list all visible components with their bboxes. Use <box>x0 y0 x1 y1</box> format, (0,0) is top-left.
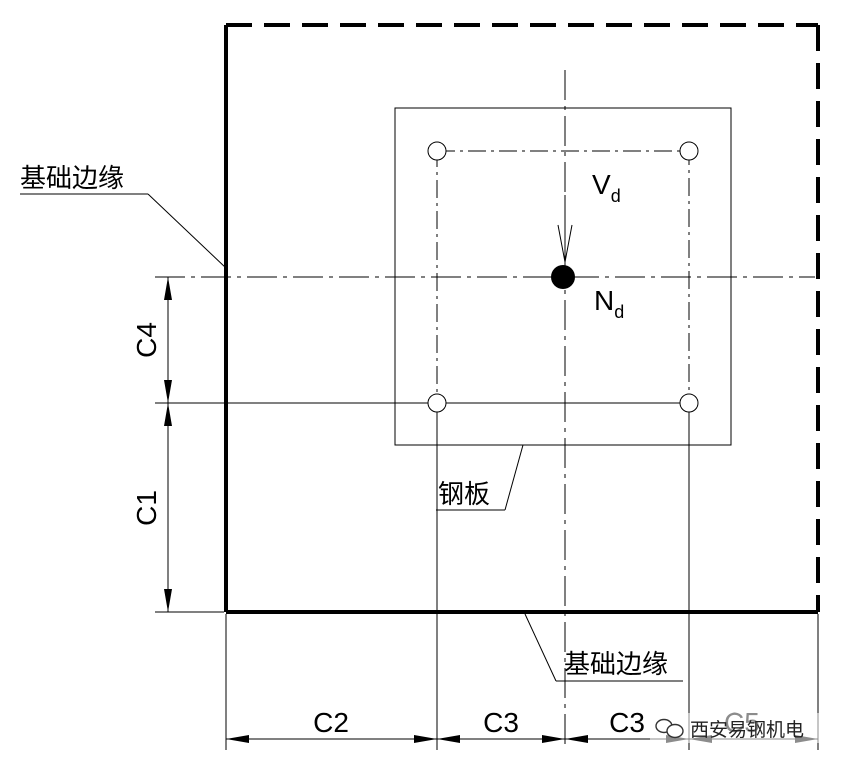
wechat-icon <box>655 718 684 739</box>
bolt-hole-top-left <box>427 141 447 161</box>
watermark-text: 西安易钢机电 <box>690 719 804 741</box>
steel-plate-label: 钢板 <box>438 480 490 510</box>
dimension-c2: C2 <box>313 707 349 738</box>
dim-arrow-c3a-left <box>437 735 460 743</box>
shear-force-label: Vd <box>592 169 621 206</box>
dim-arrow-c3a-right <box>542 735 565 743</box>
foundation-edge-bottom-label: 基础边缘 <box>564 650 668 680</box>
dimension-c4: C4 <box>131 322 162 358</box>
watermark: 西安易钢机电 <box>650 713 822 743</box>
leader-left-diagonal <box>147 193 227 269</box>
dim-arrow-c1-bottom <box>164 589 172 612</box>
dim-arrow-c4-bottom <box>164 380 172 403</box>
bolt-hole-bottom-left <box>427 393 447 413</box>
leader-steel-plate-diagonal <box>504 444 524 511</box>
dimension-c1: C1 <box>131 490 162 526</box>
dim-arrow-c3b-left <box>565 735 588 743</box>
bolt-hole-top-right <box>679 141 699 161</box>
dim-arrow-c1-top <box>164 403 172 426</box>
dimension-c3-left: C3 <box>483 707 519 738</box>
dim-arrow-c2-right <box>414 735 437 743</box>
leader-bottom-diagonal <box>524 613 557 682</box>
bolt-hole-bottom-right <box>679 393 699 413</box>
dim-arrow-c4-top <box>164 277 172 300</box>
foundation-edge-left-label: 基础边缘 <box>20 164 124 194</box>
axial-force-label: Nd <box>594 285 624 322</box>
dim-arrow-c2-left <box>226 735 249 743</box>
axial-force-point <box>551 265 575 289</box>
dimension-c3-right: C3 <box>609 707 645 738</box>
shear-force-arrowhead <box>557 224 573 263</box>
